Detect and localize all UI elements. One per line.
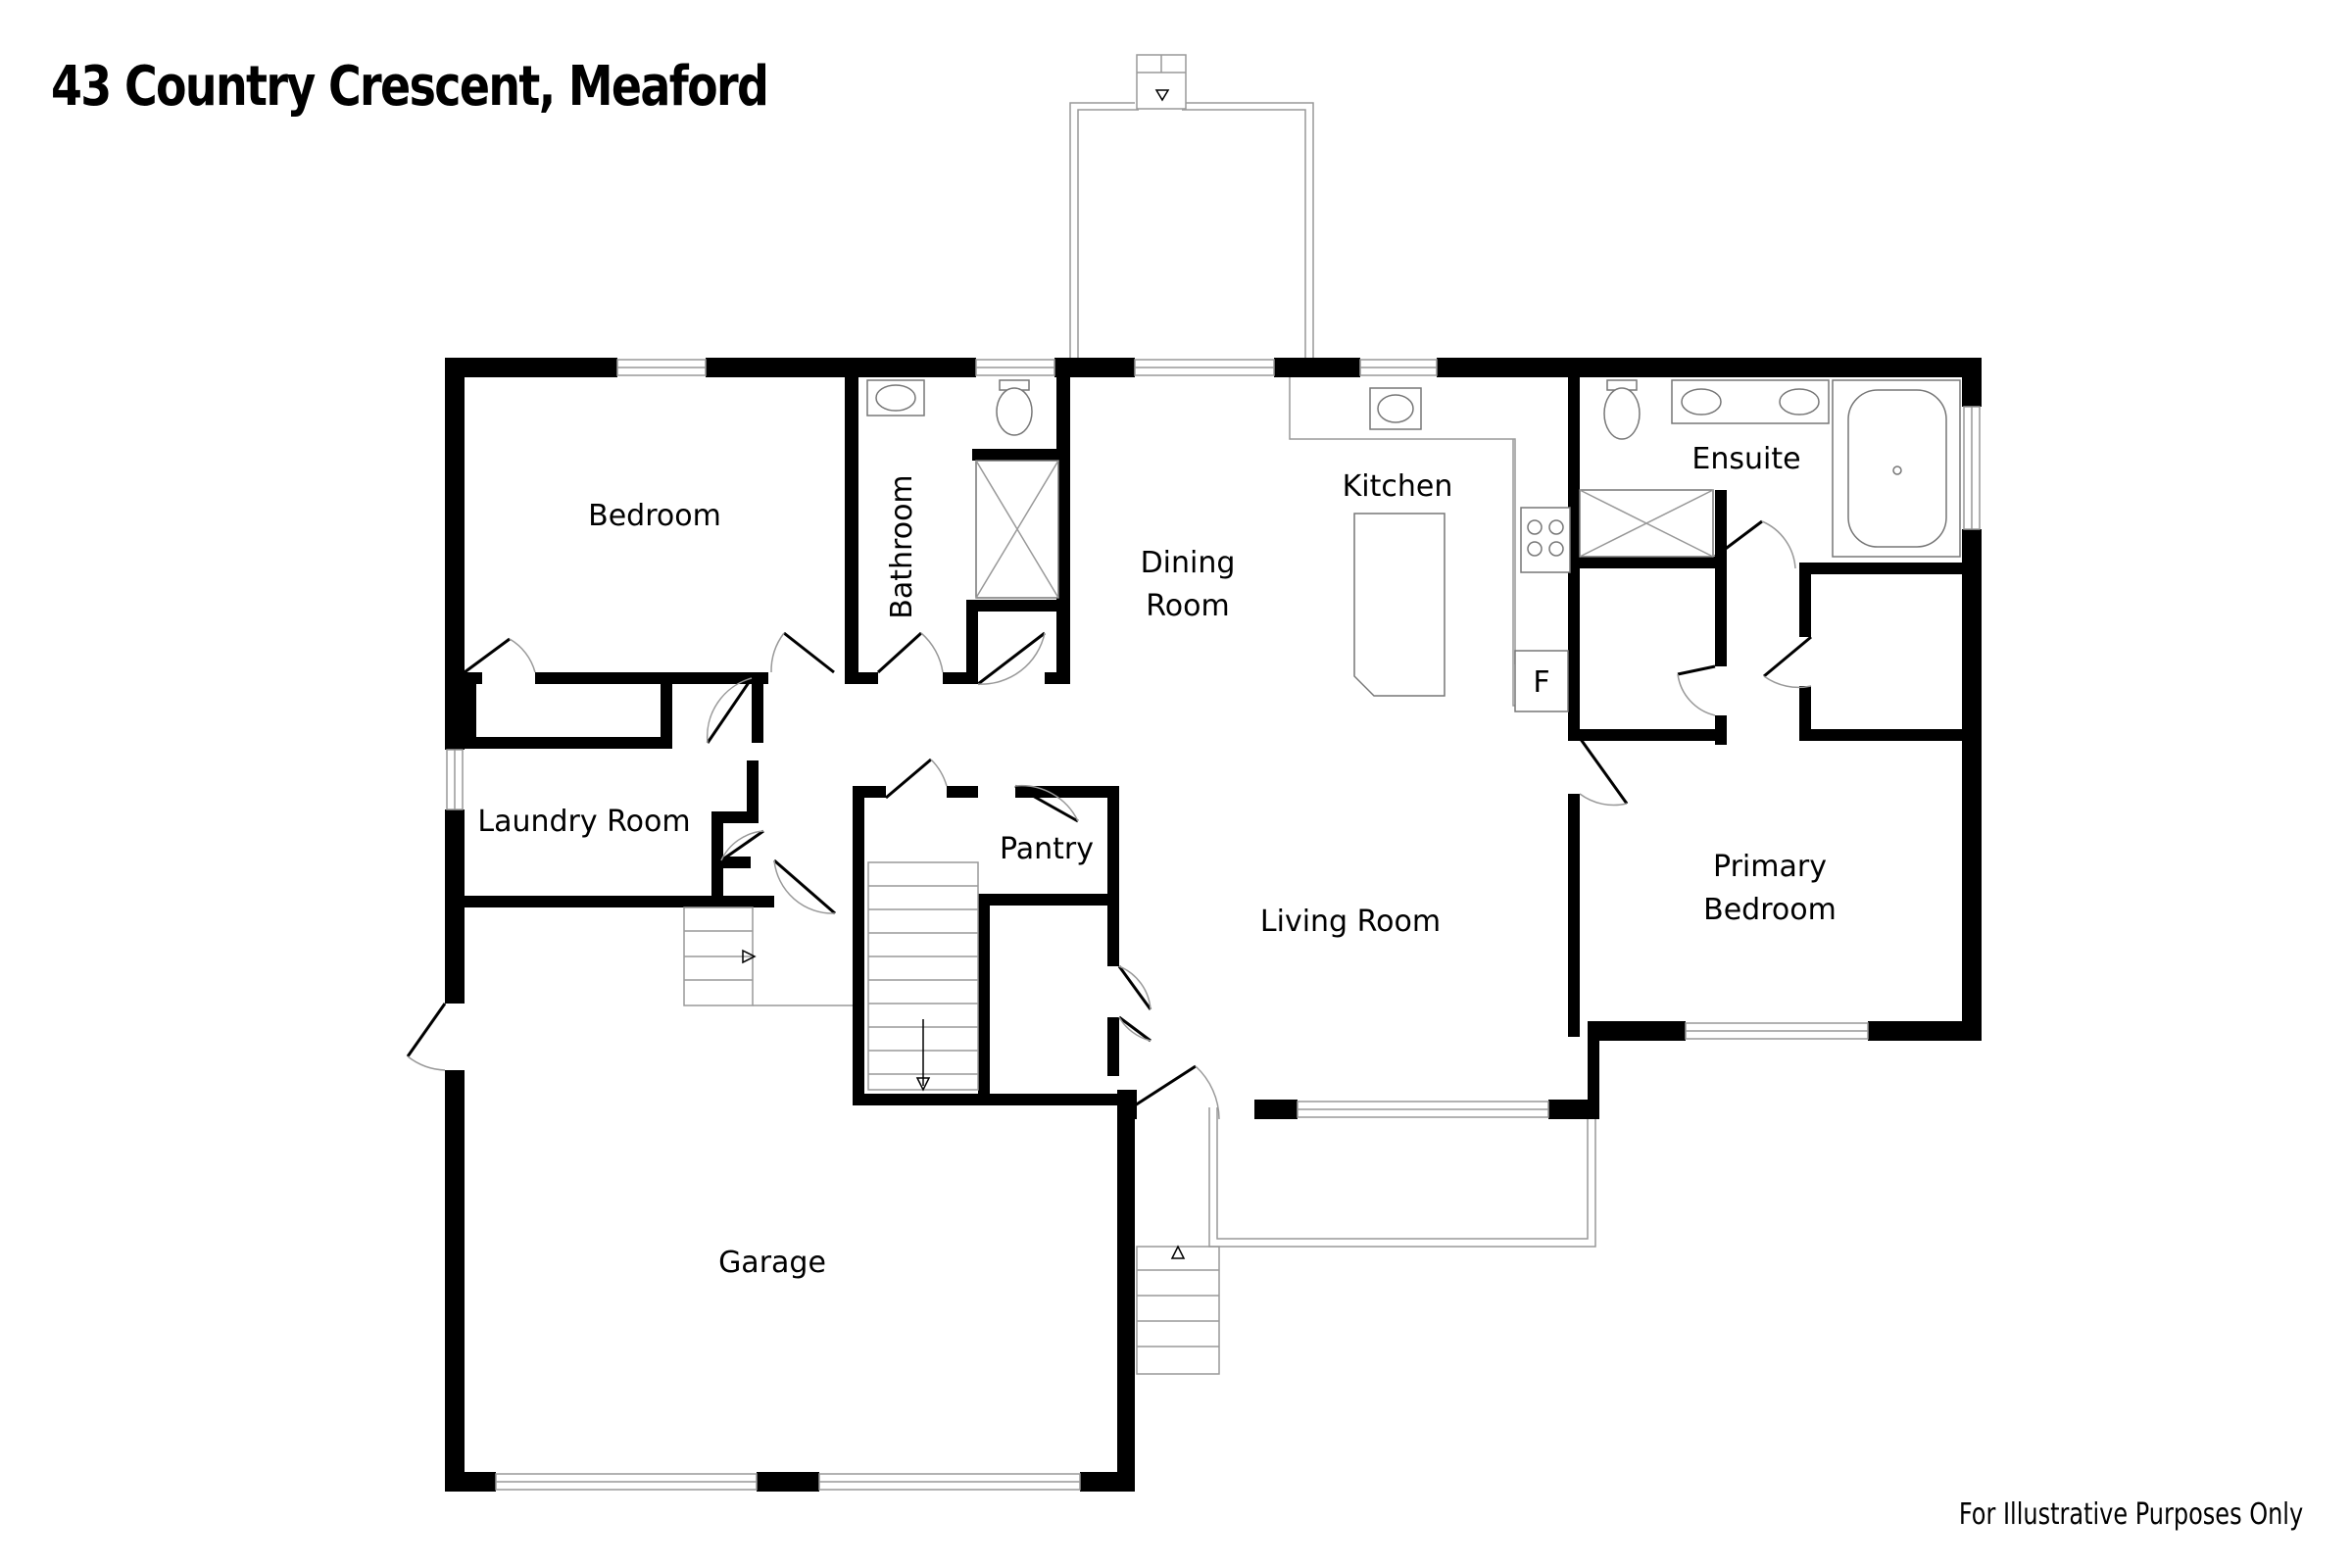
disclaimer-text: For Illustrative Purposes Only	[1958, 1497, 2303, 1532]
interior-walls	[465, 377, 1982, 1105]
kitchen-fixtures: F	[1289, 377, 1571, 712]
room-kitchen: Kitchen	[1343, 469, 1453, 504]
windows	[446, 359, 1981, 1491]
exterior-walls	[445, 358, 1982, 1492]
plan-title: 43 Country Crescent, Meaford	[51, 55, 769, 119]
stairs	[683, 861, 979, 1092]
room-primary-line1: Primary	[1713, 850, 1827, 884]
room-primary-line2: Bedroom	[1703, 893, 1837, 927]
room-bedroom: Bedroom	[588, 499, 721, 533]
room-garage: Garage	[718, 1246, 826, 1280]
doors	[406, 519, 1812, 1120]
fridge-label: F	[1533, 665, 1549, 700]
deck-outlines	[1069, 54, 1596, 1375]
room-bathroom: Bathroom	[885, 474, 919, 618]
room-laundry: Laundry Room	[477, 805, 690, 839]
room-labels: Bedroom Bathroom Dining Room Kitchen Ens…	[477, 442, 1836, 1280]
room-ensuite: Ensuite	[1691, 442, 1800, 476]
room-living: Living Room	[1260, 905, 1441, 939]
room-dining-line2: Room	[1146, 589, 1229, 623]
room-pantry: Pantry	[1000, 832, 1094, 866]
room-dining-line1: Dining	[1141, 546, 1236, 580]
bathroom-fixtures	[866, 379, 1961, 599]
